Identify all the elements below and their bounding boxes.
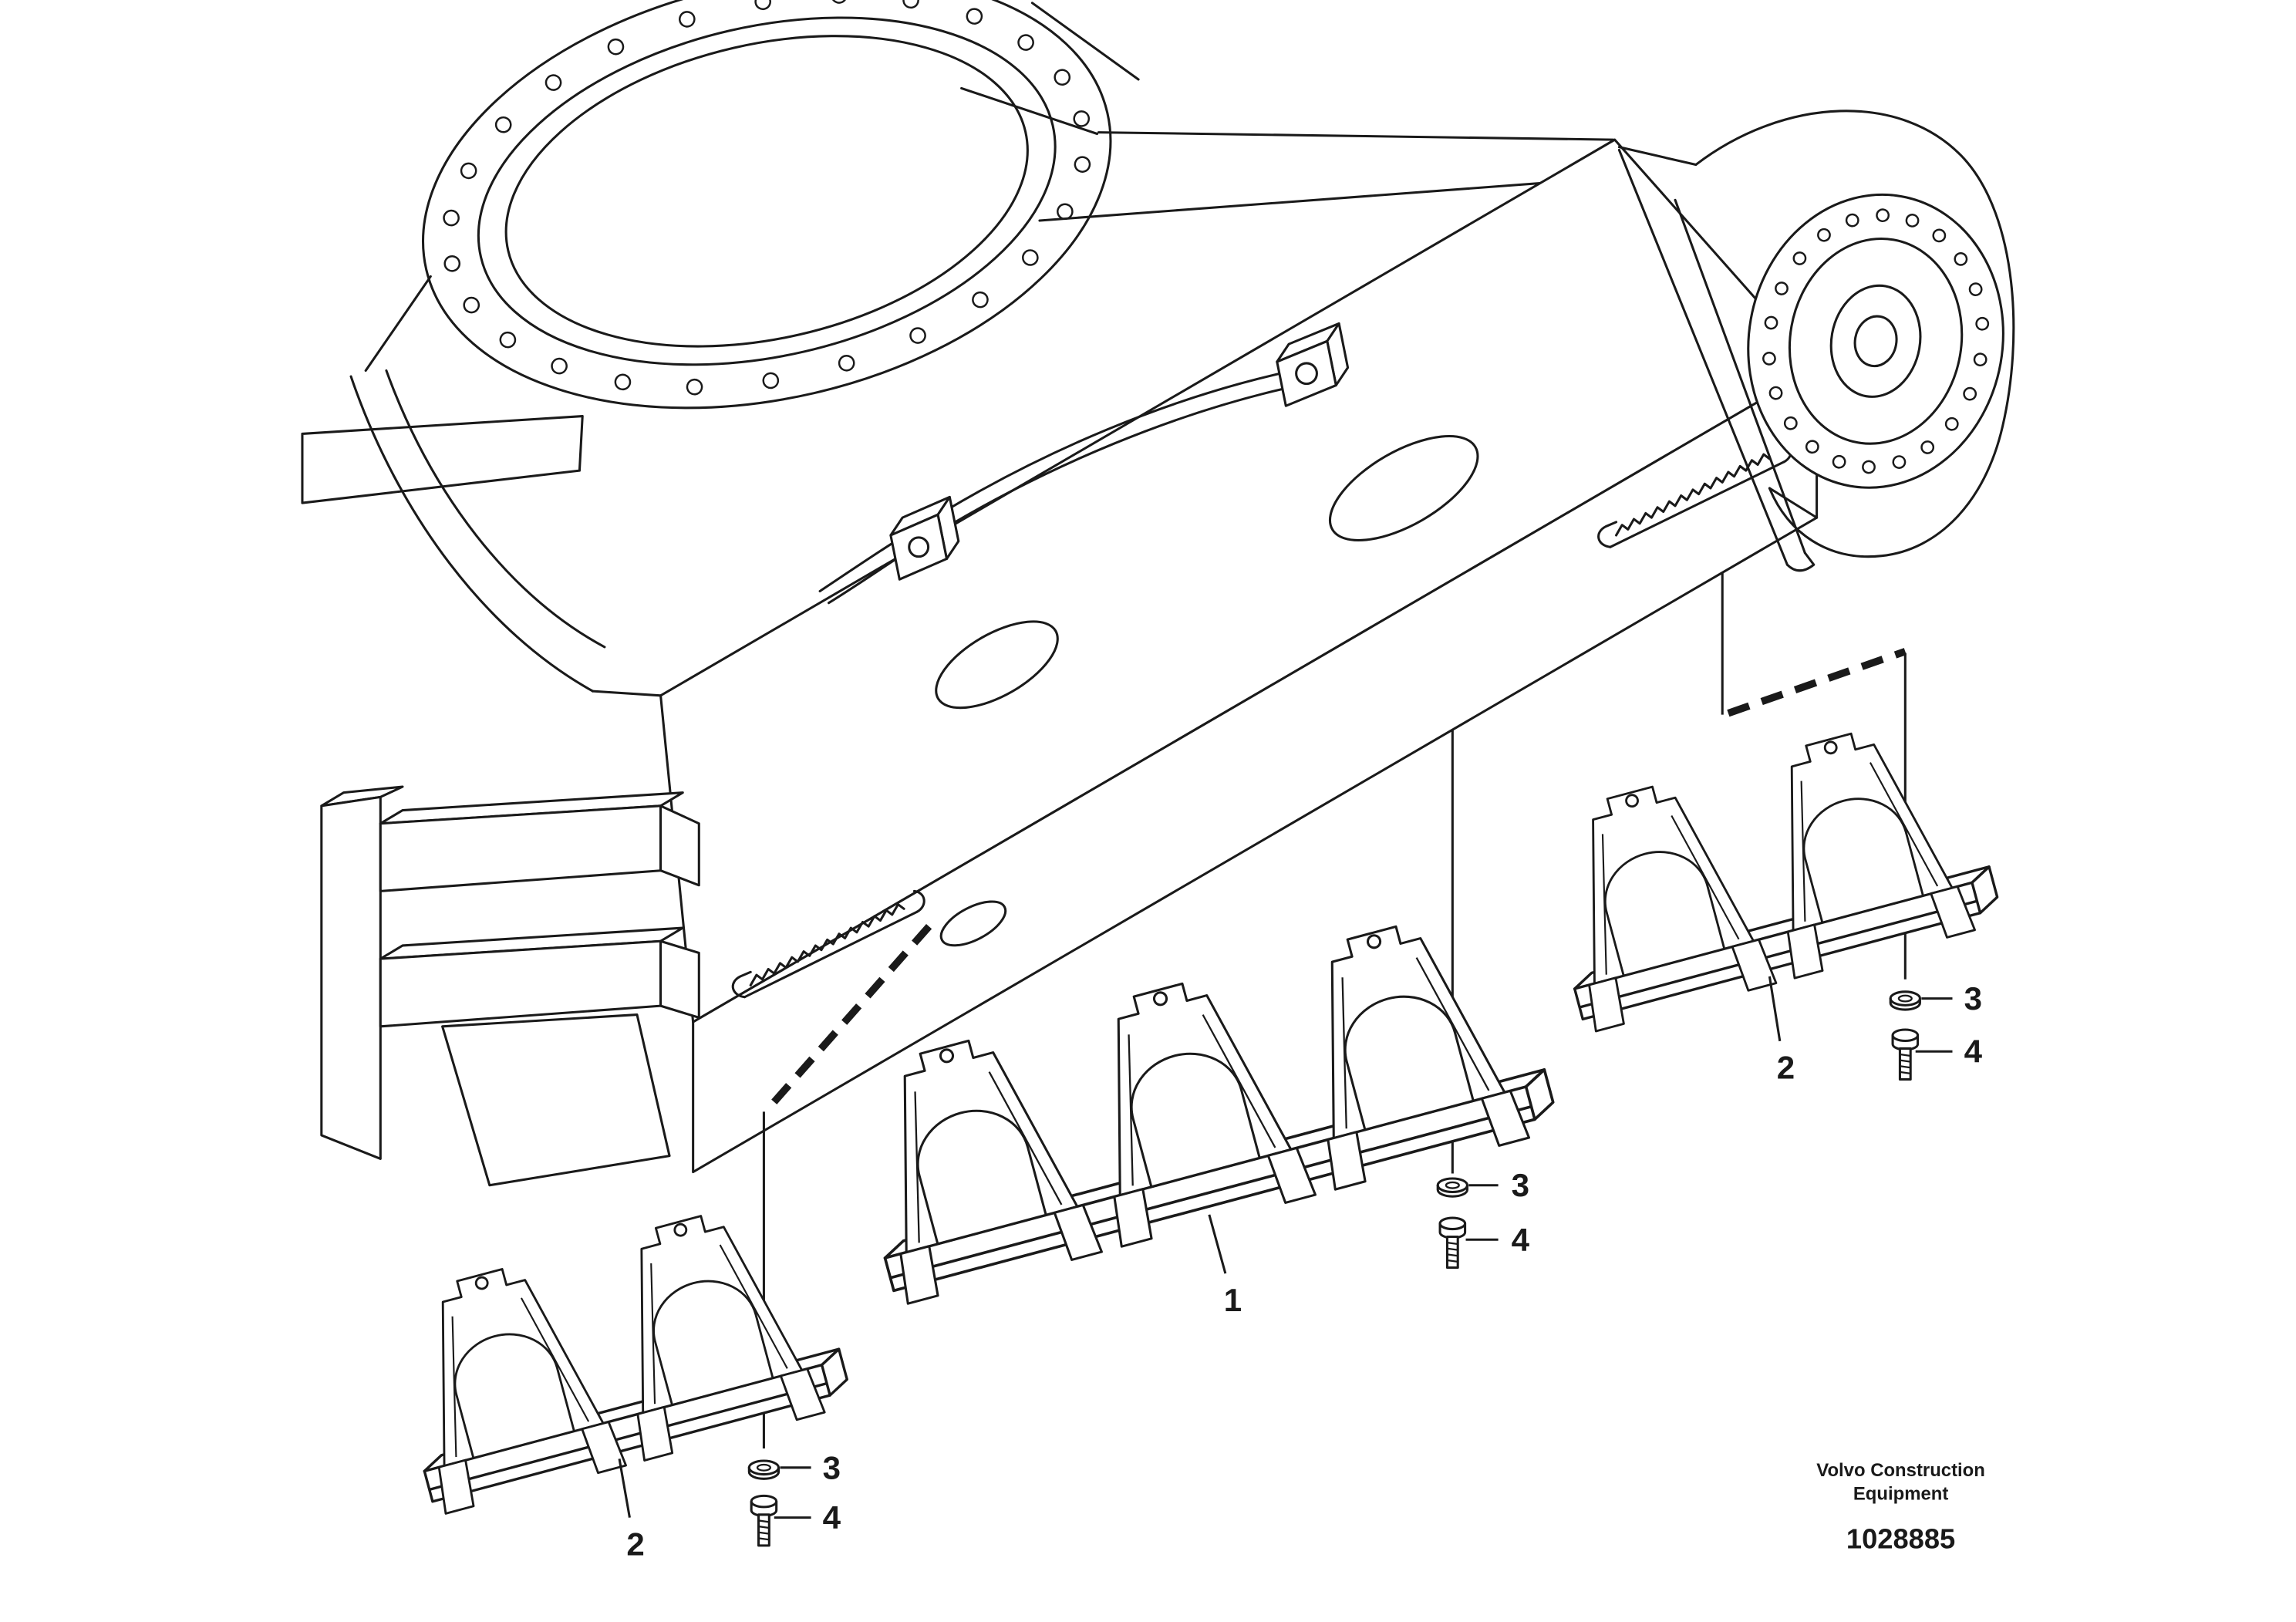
washer-icon-right	[1889, 990, 1921, 1011]
brand-name-line1: Volvo Construction	[1816, 1460, 1985, 1481]
rail-stanchion-block	[889, 495, 960, 581]
handrail	[818, 372, 1287, 605]
footer: Volvo Construction Equipment 1028885	[1816, 1460, 1985, 1554]
wear-strip	[731, 889, 925, 999]
body-edges	[301, 2, 1615, 697]
washer-icon-left	[747, 1459, 781, 1480]
swing-bearing	[422, 0, 1112, 410]
callouts: 1 2 2 3 4 3 4 3 4	[618, 976, 1983, 1562]
callout-3-right: 3	[1964, 980, 1982, 1017]
track-guard-part-2-right	[1529, 708, 2004, 1034]
bolt-icon-center	[1438, 1216, 1467, 1270]
brand-name-line2: Equipment	[1853, 1484, 1948, 1505]
callout-2-left: 2	[626, 1526, 644, 1562]
idler-support-arm	[1617, 148, 1816, 572]
counterweight-bracket	[320, 785, 700, 1187]
track-frame-beam	[659, 138, 1819, 1174]
hand-hole-oval	[935, 620, 1059, 710]
leader-line-dashed-left	[764, 924, 932, 1113]
bolt-icon-right	[1891, 1028, 1920, 1081]
washer-icon-center	[1436, 1177, 1468, 1198]
callout-3-center: 3	[1512, 1167, 1529, 1203]
leader-line-dashed-right	[1727, 648, 1907, 717]
callout-4-left: 4	[823, 1499, 841, 1536]
callout-4-center: 4	[1512, 1222, 1530, 1258]
side-hole-oval	[939, 900, 1007, 947]
callout-4-right: 4	[1964, 1034, 1983, 1070]
idler-flange-bolt-holes	[1762, 208, 1990, 474]
bolt-icon-left	[750, 1494, 778, 1547]
swing-bearing-bolt-holes	[443, 0, 1091, 396]
callout-2-right: 2	[1777, 1050, 1795, 1086]
callout-3-left: 3	[823, 1449, 841, 1485]
idler-mount	[1617, 110, 2015, 558]
hand-hole-oval	[1328, 434, 1479, 542]
rail-stanchion-block	[1276, 322, 1350, 407]
callout-1: 1	[1224, 1282, 1242, 1318]
document-number: 1028885	[1846, 1523, 1955, 1555]
